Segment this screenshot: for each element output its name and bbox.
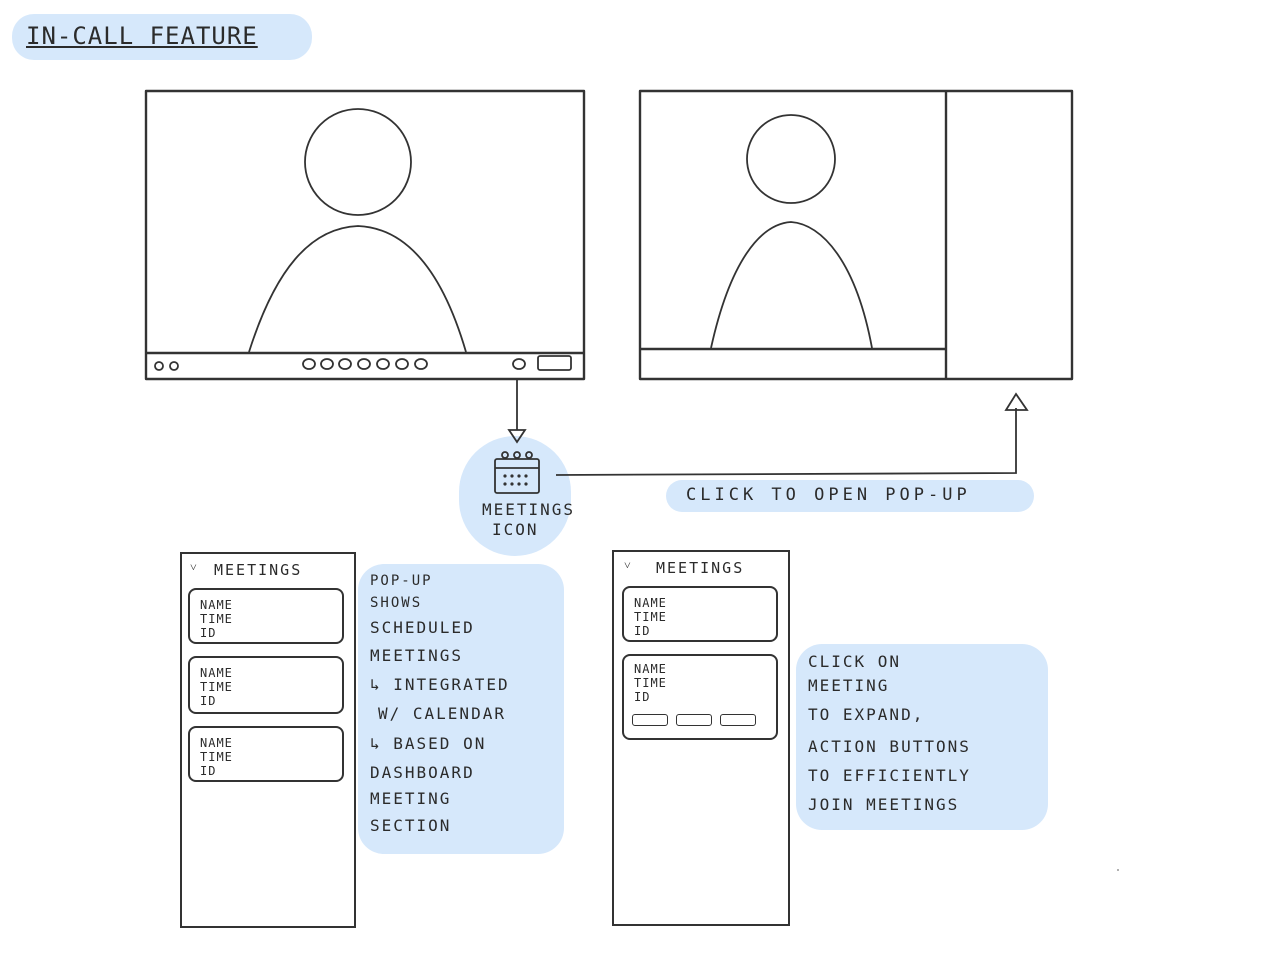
title-highlight xyxy=(12,14,312,60)
panel-left-chevron-icon[interactable]: ˅ xyxy=(190,560,199,574)
arrow-to-popup xyxy=(555,408,1017,476)
avatar-head-left xyxy=(304,108,412,216)
avatar-body-right xyxy=(710,221,873,349)
meeting-card[interactable]: NAME TIME ID xyxy=(188,656,344,714)
meetings-icon-label-line2: ICON xyxy=(492,520,539,539)
meetings-panel-left xyxy=(180,552,356,928)
meetings-panel-right xyxy=(612,550,790,926)
meeting-card-expanded[interactable]: NAME TIME ID xyxy=(622,654,778,740)
meeting-card[interactable]: NAME TIME ID xyxy=(188,588,344,644)
note-left: POP-UP SHOWS SCHEDULED MEETINGS ↳ INTEGR… xyxy=(370,573,510,835)
page-title: IN-CALL FEATURE xyxy=(26,22,258,50)
panel-right-chevron-icon[interactable]: ˅ xyxy=(624,558,633,572)
avatar-head-right xyxy=(746,114,836,204)
speck xyxy=(1117,869,1119,871)
toolbar-controls xyxy=(154,355,572,371)
click-note-highlight xyxy=(666,480,1034,512)
panel-right-header: MEETINGS xyxy=(656,559,745,577)
click-note: CLICK TO OPEN POP-UP xyxy=(686,485,971,505)
note-left-highlight xyxy=(358,564,564,854)
call-window-left xyxy=(144,89,586,381)
action-button[interactable] xyxy=(632,714,668,726)
meeting-card[interactable]: NAME TIME ID xyxy=(188,726,344,782)
meetings-icon-label-line1: MEETINGS xyxy=(482,500,576,519)
meeting-card[interactable]: NAME TIME ID xyxy=(622,586,778,642)
panel-left-header: MEETINGS xyxy=(214,561,303,579)
avatar-body-left xyxy=(248,225,467,353)
arrow-to-icon-head xyxy=(507,429,527,444)
calendar-icon xyxy=(494,451,540,494)
note-right-highlight xyxy=(796,644,1048,830)
note-right: CLICK ON MEETING TO EXPAND, ACTION BUTTO… xyxy=(808,652,971,814)
call-window-right xyxy=(638,89,1074,381)
action-button[interactable] xyxy=(720,714,756,726)
action-button[interactable] xyxy=(676,714,712,726)
arrow-to-popup-head xyxy=(1004,392,1029,411)
